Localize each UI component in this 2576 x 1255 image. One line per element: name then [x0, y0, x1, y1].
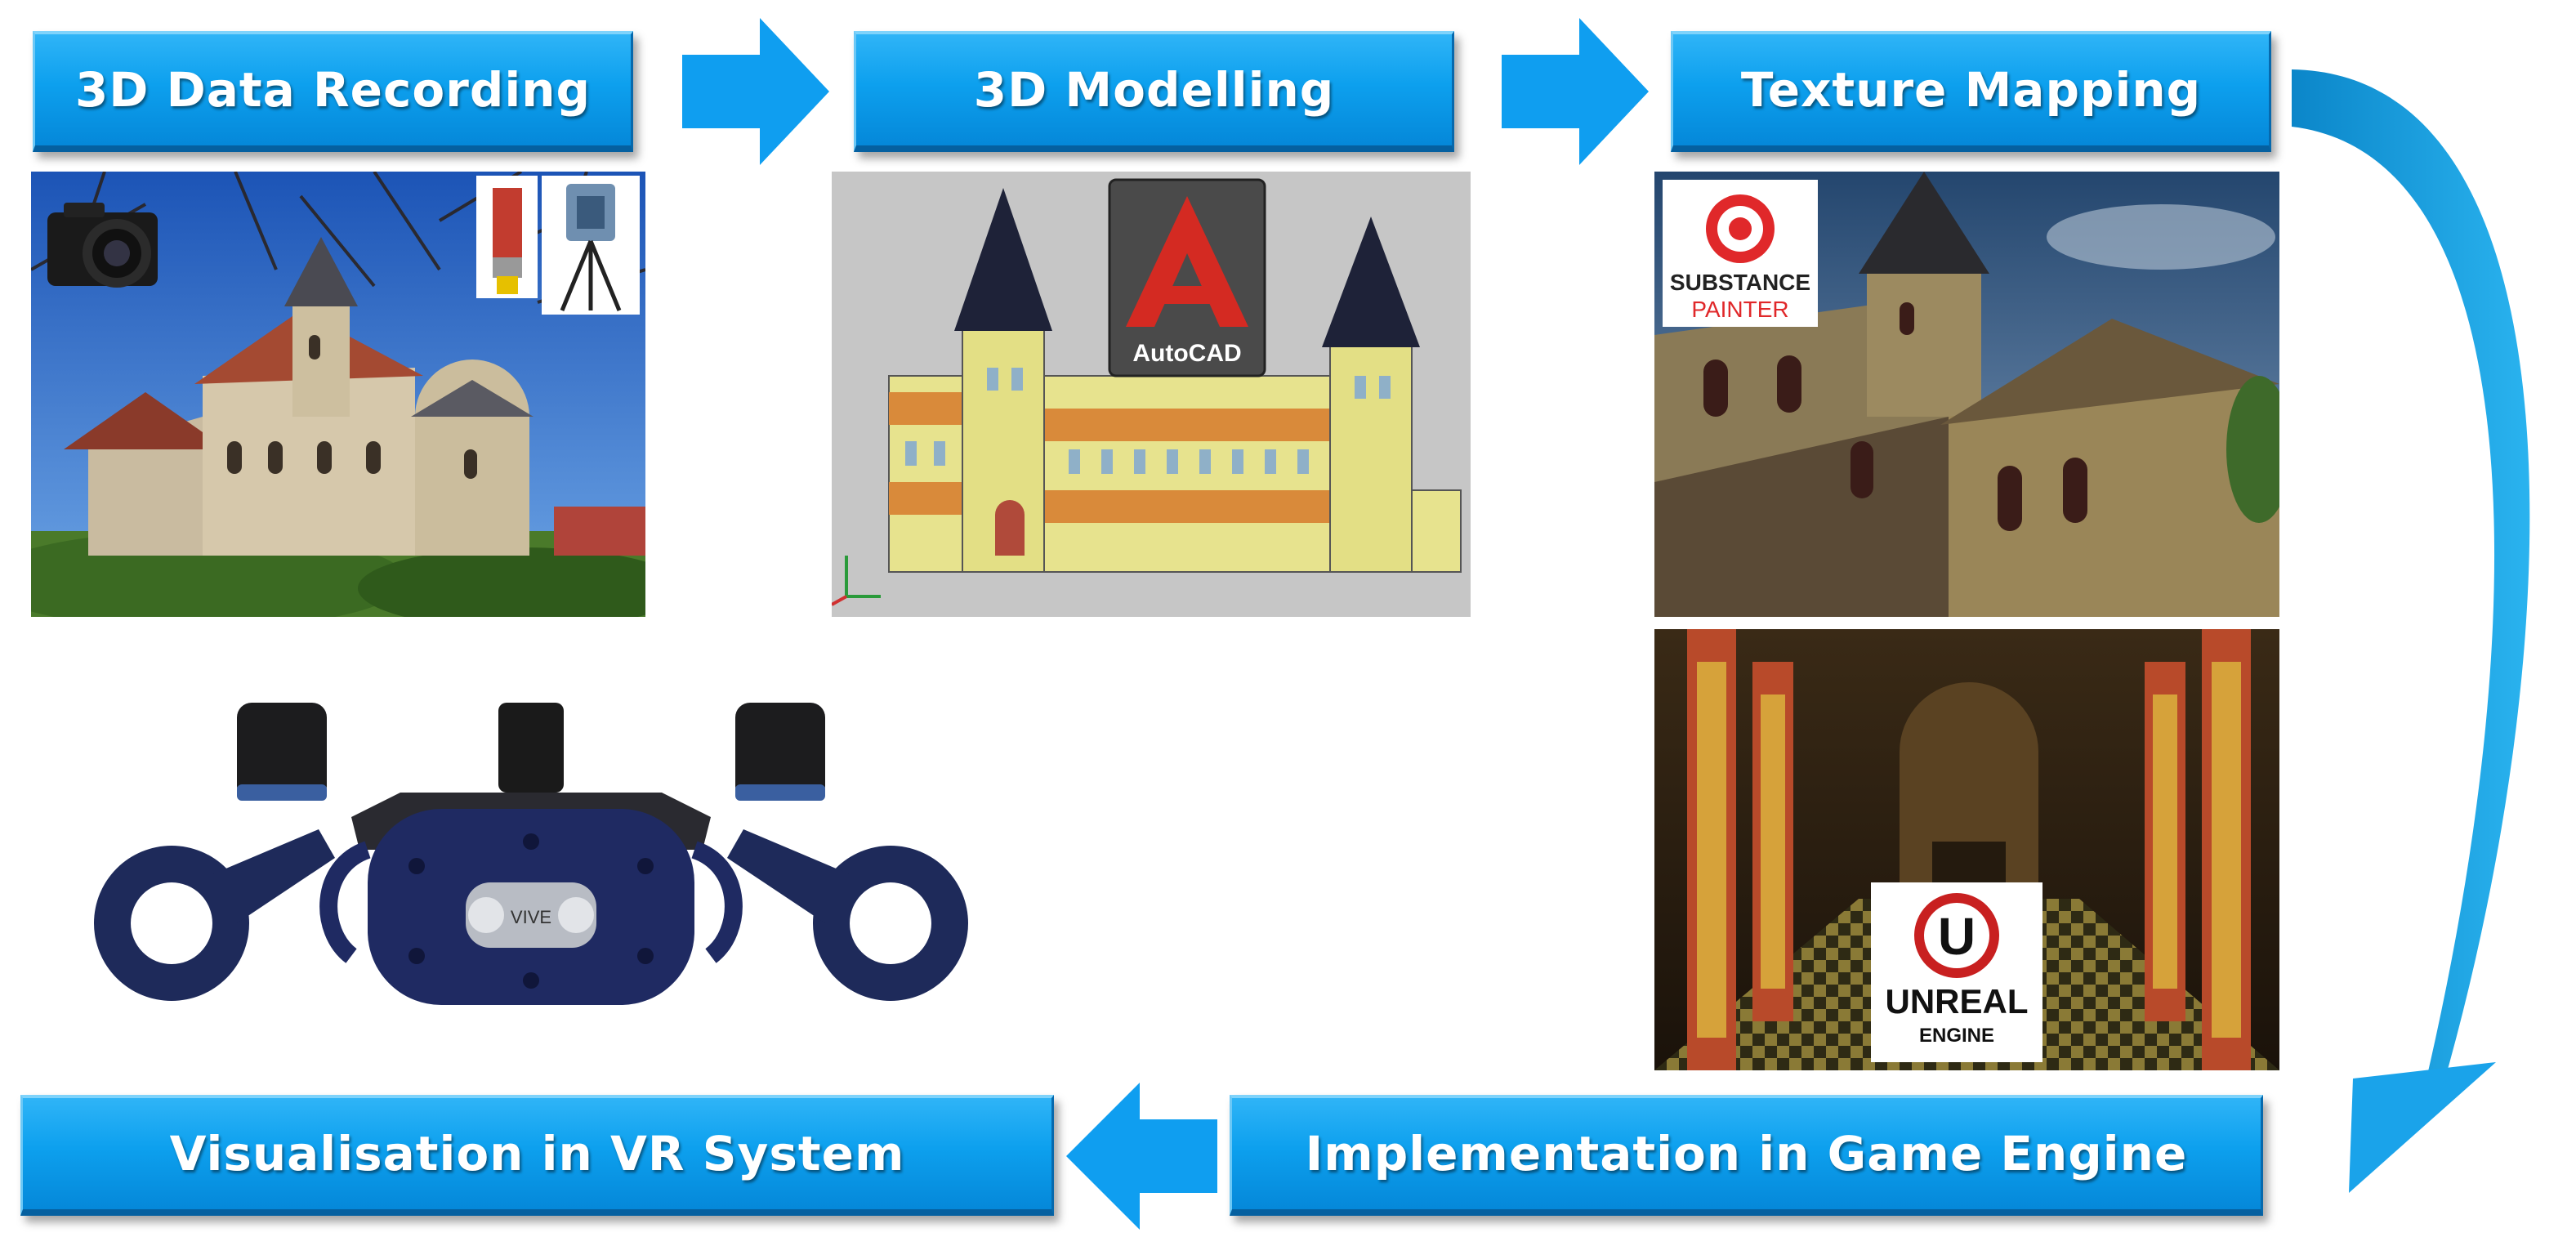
base-station-right-icon [735, 703, 825, 801]
svg-text:AutoCAD: AutoCAD [1132, 340, 1241, 367]
substance-painter-logo: SUBSTANCE PAINTER [1663, 180, 1818, 327]
step-3d-modelling: 3D Modelling [854, 31, 1454, 152]
textured-church-image: SUBSTANCE PAINTER [1654, 172, 2279, 617]
camera-icon [47, 203, 158, 288]
terrestrial-scanner-icon [542, 176, 640, 315]
game-engine-interior-image: U UNREAL ENGINE [1654, 629, 2279, 1070]
unreal-engine-logo: U UNREAL ENGINE [1871, 882, 2042, 1062]
controller-right-icon [727, 829, 968, 1001]
svg-text:SUBSTANCE: SUBSTANCE [1670, 270, 1810, 295]
arrow-left-icon [1066, 1083, 1217, 1230]
step-texture-mapping: Texture Mapping [1671, 31, 2271, 152]
svg-text:VIVE: VIVE [511, 907, 551, 927]
svg-text:PAINTER: PAINTER [1691, 297, 1788, 322]
svg-text:UNREAL: UNREAL [1886, 982, 2029, 1021]
arrow-right-1-icon [682, 18, 829, 165]
controller-left-icon [94, 829, 335, 1001]
base-station-left-icon [237, 703, 327, 801]
vr-headset-kit-image: VIVE [74, 686, 989, 1029]
arrow-right-2-icon [1502, 18, 1649, 165]
curved-arrow-down-icon [2292, 69, 2530, 1193]
step-visualisation-vr: Visualisation in VR System [20, 1095, 1054, 1216]
svg-text:ENGINE: ENGINE [1919, 1025, 1994, 1047]
laser-scanner-icon [476, 176, 538, 298]
svg-text:U: U [1938, 907, 1976, 966]
step-3d-data-recording: 3D Data Recording [33, 31, 633, 152]
cad-model-image: AutoCAD [832, 172, 1471, 617]
vr-headset-icon: VIVE [319, 703, 743, 1005]
step-implementation-game-engine: Implementation in Game Engine [1230, 1095, 2263, 1216]
autocad-logo: AutoCAD [1108, 178, 1266, 377]
church-photo-image [31, 172, 645, 617]
